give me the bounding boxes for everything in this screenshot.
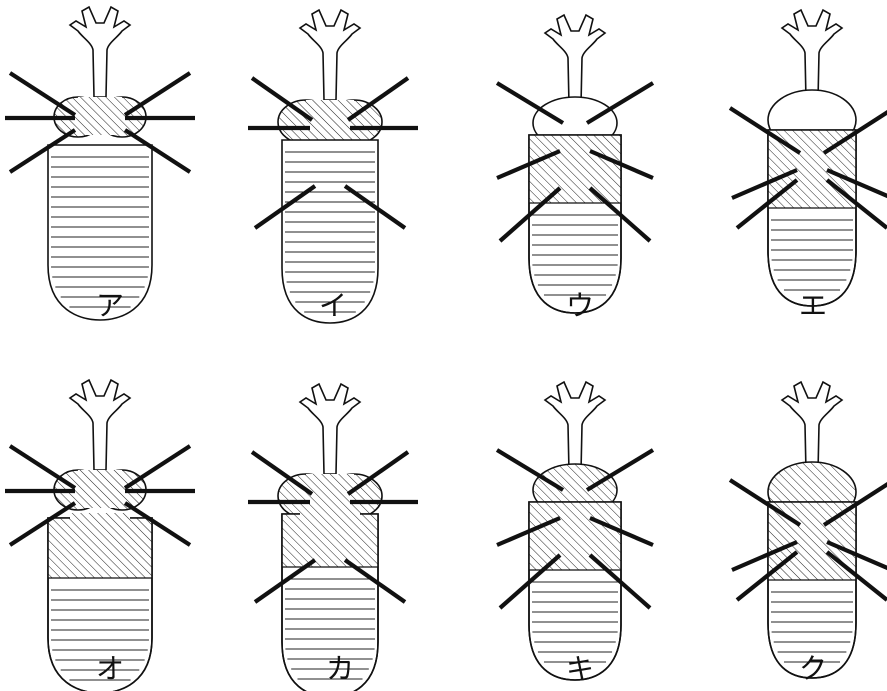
beetle-2 (248, 10, 418, 323)
beetle-5 (5, 380, 195, 691)
label-o: オ (80, 655, 140, 683)
beetle-7 (497, 382, 653, 680)
label-ki: キ (550, 655, 610, 683)
beetle-4 (730, 10, 887, 306)
label-e: エ (783, 292, 843, 320)
beetle-3 (497, 15, 653, 313)
beetle-1 (5, 7, 195, 320)
beetle-6 (248, 384, 418, 691)
label-ku: ク (783, 655, 843, 683)
label-ka: カ (310, 655, 370, 683)
label-a: ア (80, 292, 140, 320)
label-i: イ (303, 292, 363, 320)
label-u: ウ (550, 292, 610, 320)
beetle-8 (730, 382, 887, 678)
